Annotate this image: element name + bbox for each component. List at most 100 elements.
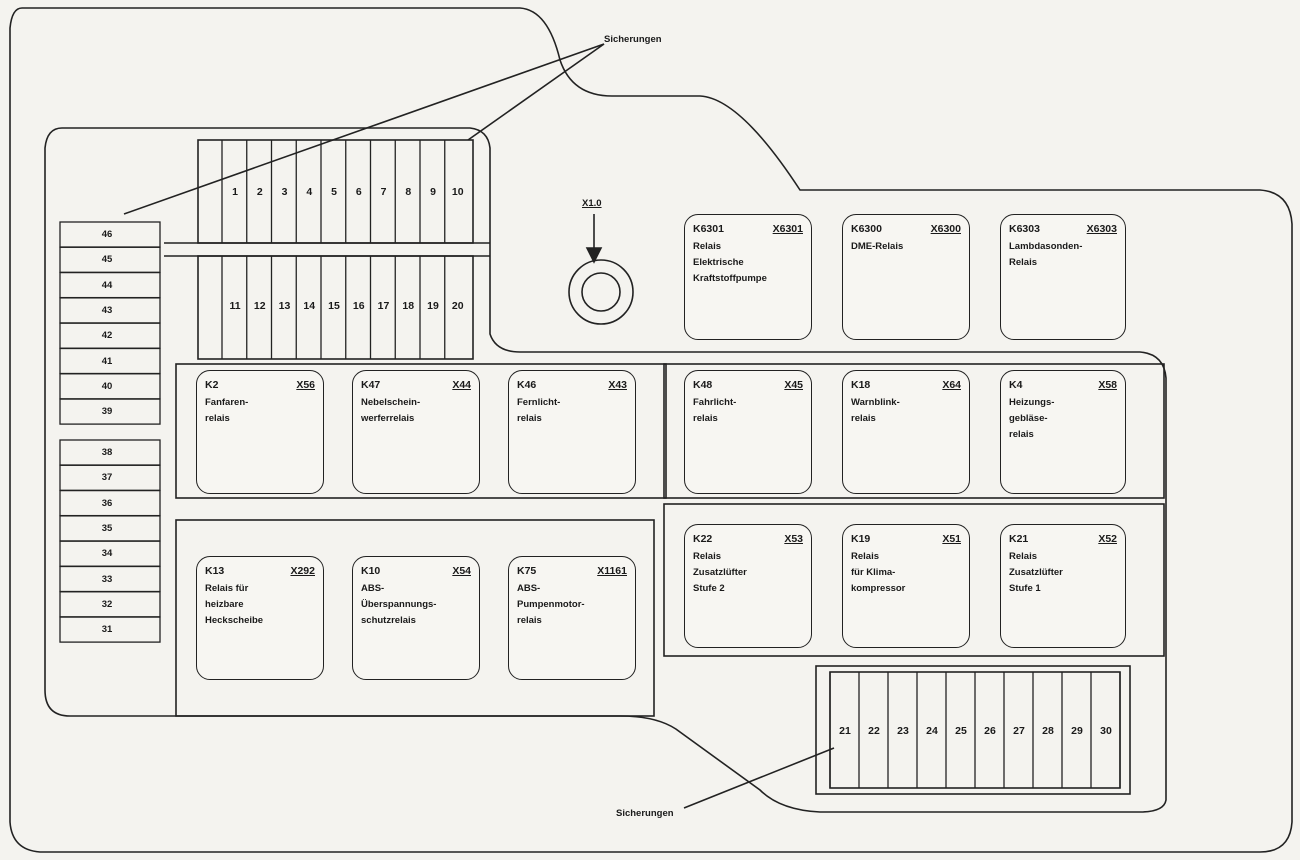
relay-id: K21 [1009, 533, 1029, 545]
relay-id: K75 [517, 565, 537, 577]
relay-id: K18 [851, 379, 871, 391]
relay-connector: X58 [1098, 379, 1117, 391]
fuse-number: 17 [377, 300, 390, 312]
relay-id: K6300 [851, 223, 882, 235]
relay-description: Fernlicht- relais [517, 397, 561, 424]
side-fuse-number: 43 [101, 304, 113, 316]
relay-connector: X52 [1098, 533, 1117, 545]
fuse-number: 2 [256, 186, 263, 198]
fuse-block-bottom [815, 665, 1131, 795]
fuse-number: 8 [405, 186, 412, 198]
relay-description: Relais Zusatzlüfter Stufe 1 [1009, 551, 1063, 594]
relay-connector: X64 [942, 379, 961, 391]
label-fuses-top: Sicherungen [604, 34, 662, 45]
relay-id: K10 [361, 565, 381, 577]
relay-connector: X45 [784, 379, 803, 391]
relay-connector: X1161 [597, 565, 627, 577]
relay-description: Fanfaren- relais [205, 397, 249, 424]
relay-connector: X292 [290, 565, 315, 577]
fuse-number: 12 [253, 300, 266, 312]
relay-connector: X6300 [930, 223, 961, 235]
fuse-number: 22 [868, 725, 880, 737]
relay-group-left-bottom [175, 519, 655, 717]
fuse-number: 25 [955, 725, 967, 737]
relay-connector: X51 [942, 533, 961, 545]
relay-description: Relais für Klima- kompressor [851, 551, 906, 594]
side-fuse-number: 41 [101, 355, 113, 367]
side-fuse-number: 31 [101, 624, 113, 636]
relay-description: Relais Zusatzlüfter Stufe 2 [693, 551, 747, 594]
fuse-number: 10 [451, 186, 464, 198]
relay-description: Relais Elektrische Kraftstoffpumpe [693, 241, 767, 284]
fuse-number: 21 [839, 725, 851, 737]
fuse-number: 9 [430, 186, 436, 198]
side-fuse-slot [59, 616, 161, 643]
relay-connector: X43 [608, 379, 627, 391]
relay-description: Fahrlicht- relais [693, 397, 737, 424]
fuse-number: 30 [1100, 725, 1112, 737]
relay-connector: X6301 [772, 223, 803, 235]
fuse-number: 29 [1071, 725, 1083, 737]
housing-inner [44, 127, 1167, 813]
side-fuse-number: 44 [101, 279, 113, 291]
side-fuse-number: 33 [101, 573, 113, 585]
relay-connector: X54 [452, 565, 471, 577]
side-fuse-number: 42 [101, 330, 113, 342]
relay-connector: X56 [296, 379, 315, 391]
fuse-number: 4 [306, 186, 313, 198]
fuse-number: 20 [451, 300, 464, 312]
relay-id: K22 [693, 533, 713, 545]
fuse-number: 1 [232, 186, 238, 198]
fuse-number: 18 [402, 300, 415, 312]
relay-group-right-bottom [663, 503, 1165, 657]
side-fuse-number: 32 [101, 598, 113, 610]
fuse-number: 14 [303, 300, 316, 312]
relay-connector: X6303 [1086, 223, 1117, 235]
side-fuse-number: 39 [101, 406, 113, 418]
relay-connector: X53 [784, 533, 803, 545]
side-fuse-number: 36 [101, 497, 113, 509]
connector-x1-0 [568, 259, 634, 325]
relay-id: K6303 [1009, 223, 1040, 235]
side-fuse-number: 34 [101, 548, 113, 560]
relay-id: K46 [517, 379, 537, 391]
side-fuse-number: 35 [101, 522, 113, 534]
relay-description: Nebelschein- werferrelais [361, 397, 421, 424]
fuse-number: 27 [1013, 725, 1025, 737]
relay-group-right-top [663, 363, 1165, 499]
fuse-number: 28 [1042, 725, 1054, 737]
fuse-number: 15 [328, 300, 340, 312]
side-fuse-number: 37 [101, 472, 113, 484]
relay-id: K4 [1009, 379, 1023, 391]
side-fuse-number: 40 [101, 380, 113, 392]
relay-id: K6301 [693, 223, 724, 235]
side-fuse-number: 45 [101, 254, 113, 266]
fuse-number: 6 [355, 186, 362, 198]
fuse-number: 23 [897, 725, 909, 737]
side-fuse-number: 38 [101, 447, 113, 458]
relay-description: Relais für heizbare Heckscheibe [205, 583, 264, 626]
relay-id: K13 [205, 565, 225, 577]
relay-description: ABS- Überspannungs- schutzrelais [361, 583, 437, 626]
relay-description: Heizungs- gebläse- relais [1009, 397, 1055, 440]
fuse-number: 19 [427, 300, 439, 312]
fuse-number: 7 [380, 186, 387, 198]
fuse-number: 5 [331, 186, 337, 198]
relay-connector: X44 [452, 379, 471, 391]
